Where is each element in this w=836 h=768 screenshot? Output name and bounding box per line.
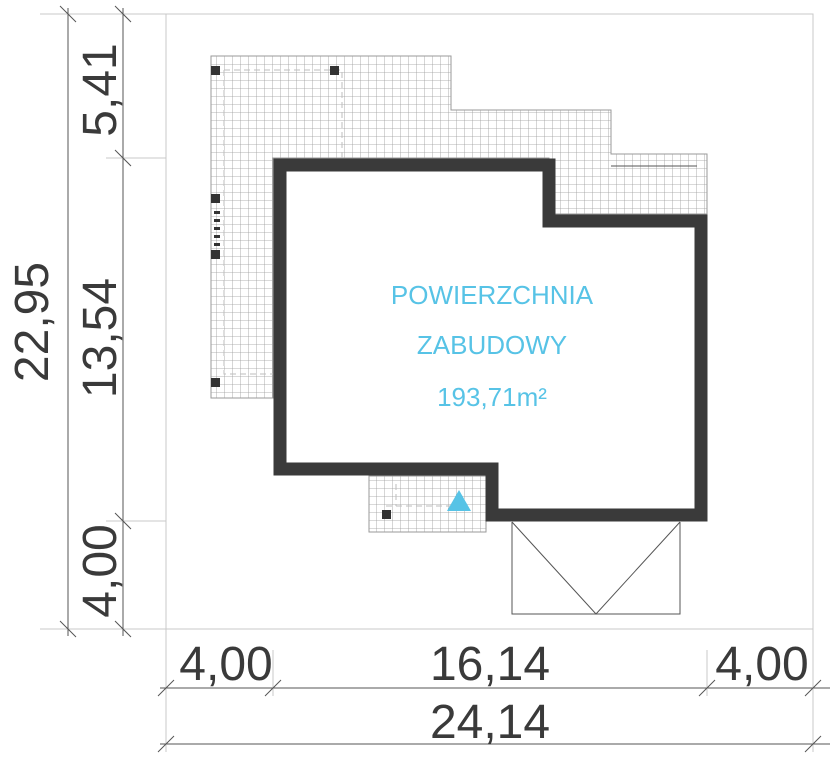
entrance-arrow-icon: [447, 490, 471, 511]
dim-horizontal-left: 4,00: [179, 638, 272, 691]
post-marker: [211, 250, 220, 259]
dim-vertical-mid: 13,54: [74, 278, 127, 398]
dim-vertical-total: 22,95: [6, 262, 59, 382]
dim-horizontal-right: 4,00: [715, 638, 808, 691]
label-line2: ZABUDOWY: [417, 330, 567, 360]
stair-marks: [214, 211, 220, 246]
building-outline: [273, 158, 708, 522]
post-marker: [382, 510, 391, 519]
dim-horizontal-mid: 16,14: [430, 638, 550, 691]
dim-vertical-top: 5,41: [74, 43, 127, 136]
post-marker: [211, 194, 220, 203]
post-marker: [330, 66, 339, 75]
plot-boundary: [165, 13, 814, 630]
terrace-paving: [210, 55, 708, 399]
roof-outline-dashed: [223, 69, 343, 375]
driveway: [511, 521, 681, 615]
entrance-dashed: [386, 484, 462, 507]
post-marker: [211, 66, 220, 75]
dim-horizontal-total: 24,14: [430, 696, 550, 749]
vertical-dimension-lines: [40, 5, 166, 638]
label-area: 193,71m²: [437, 382, 547, 412]
label-line1: POWIERZCHNIA: [391, 280, 594, 310]
building-area-label: POWIERZCHNIA ZABUDOWY 193,71m²: [391, 280, 594, 412]
dim-vertical-bottom: 4,00: [74, 524, 127, 617]
entrance-paving: [368, 475, 487, 533]
horizontal-dimension-lines: [157, 629, 830, 753]
post-marker: [211, 378, 220, 387]
